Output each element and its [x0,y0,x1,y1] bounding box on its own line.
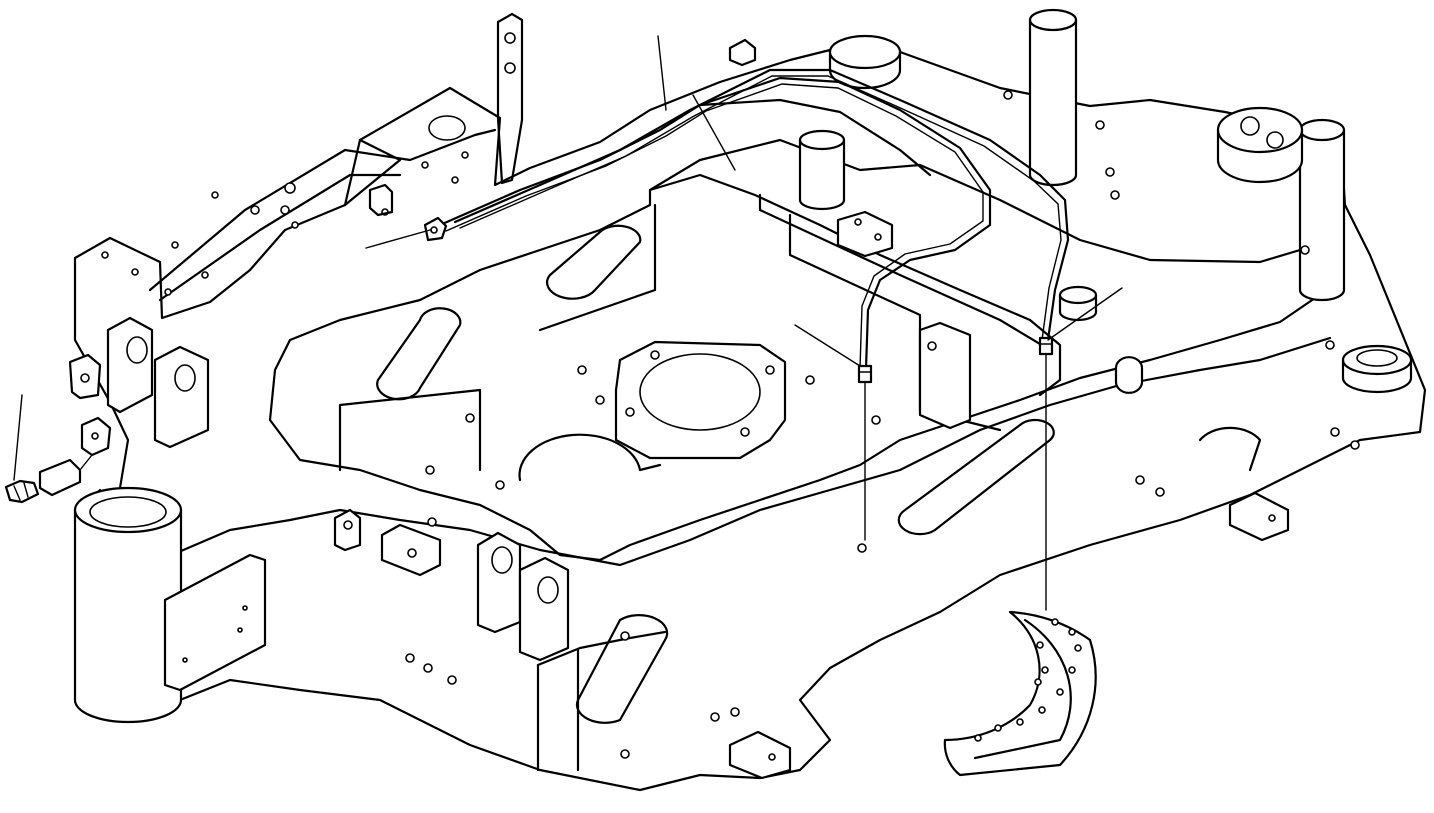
callout-leaders [13,35,1123,481]
grease-lines [438,68,1070,370]
grease-fitting-center [857,364,873,541]
frame-cutouts [376,224,1262,724]
boom-mount-brackets [68,316,570,662]
swing-circle-segment [943,610,1097,777]
frame-blocks [728,38,1290,780]
swing-boss-left [73,486,267,724]
grease-fitting-right [1038,336,1054,611]
swing-motor-mount [614,340,787,460]
frame-holes [405,90,1360,759]
counterweight-pins [798,8,1413,394]
left-fitting-block [80,216,448,457]
grease-fitting-left [4,444,101,504]
left-upper-plate [101,12,524,302]
revolving-frame [73,43,1427,792]
